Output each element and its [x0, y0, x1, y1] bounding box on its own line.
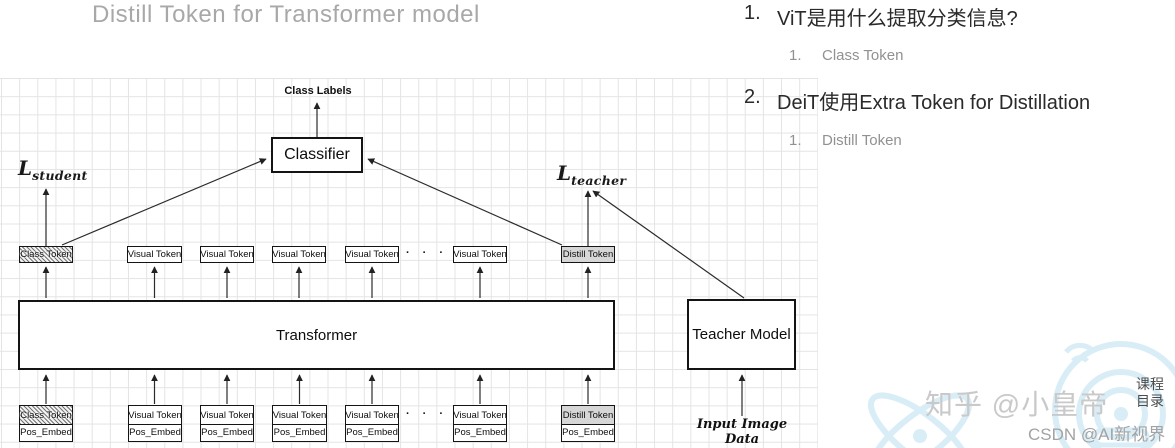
visual-token-label: Visual Token — [200, 249, 254, 260]
csdn-watermark: CSDN @AI新视界 — [1028, 425, 1166, 444]
note-number: 1. — [744, 2, 761, 24]
note-item-1: 1. ViT是用什么提取分类信息? — [744, 2, 1018, 31]
visual-token-cell: Visual Token — [200, 409, 254, 421]
visual-token-cell: Visual Token — [128, 409, 182, 421]
grid-paper-background — [0, 78, 818, 448]
note-text: DeiT使用Extra Token for Distillation — [777, 92, 1091, 114]
visual-token-cell: Visual Token — [453, 409, 507, 421]
note-sub-text: Class Token — [822, 47, 904, 64]
loss-student-label: Lstudent — [18, 156, 88, 183]
visual-token-cell: Visual Token — [345, 409, 399, 421]
pos-embed-cell: Pos_Embed — [346, 424, 398, 440]
visual-token-box: Visual Token — [200, 246, 254, 263]
distill-token-cell: Distill Token — [562, 406, 614, 424]
transformer-box: Transformer — [18, 300, 615, 370]
note-subitem-2: 1. Distill Token — [789, 132, 902, 149]
loss-student-symbol: L — [18, 156, 33, 180]
loss-student-subscript: student — [32, 168, 88, 183]
class-token-cell: Class Token — [20, 406, 72, 424]
note-sub-text: Distill Token — [822, 132, 902, 149]
course-menu-watermark: 课程 目录 — [1132, 376, 1168, 410]
classifier-box: Classifier — [271, 137, 363, 173]
visual-token-embed-box: Visual Token Pos_Embed — [453, 405, 507, 442]
teacher-model-box: Teacher Model — [687, 299, 796, 370]
pos-embed-cell: Pos_Embed — [273, 424, 326, 440]
class-token-box: Class Token — [19, 246, 73, 263]
visual-token-box: Visual Token — [127, 246, 182, 263]
visual-token-box: Visual Token — [345, 246, 399, 263]
loss-teacher-label: Lteacher — [557, 161, 626, 188]
pos-embed-cell: Pos_Embed — [129, 424, 181, 440]
note-sub-number: 1. — [789, 47, 802, 64]
note-number: 2. — [744, 86, 761, 108]
input-image-data-label: Input Image Data — [696, 417, 788, 447]
distill-token-label: Distill Token — [562, 249, 614, 260]
pos-embed-cell: Pos_Embed — [562, 424, 614, 440]
visual-token-embed-box: Visual Token Pos_Embed — [200, 405, 254, 442]
note-subitem-1: 1. Class Token — [789, 47, 903, 64]
note-sub-number: 1. — [789, 132, 802, 149]
class-token-embed-box: Class Token Pos_Embed — [19, 405, 73, 442]
class-labels-text: Class Labels — [284, 85, 352, 97]
pos-embed-cell: Pos_Embed — [454, 424, 506, 440]
classifier-label: Classifier — [284, 146, 350, 163]
visual-token-embed-box: Visual Token Pos_Embed — [128, 405, 182, 442]
transformer-label: Transformer — [275, 326, 358, 344]
visual-token-box: Visual Token — [453, 246, 507, 263]
teacher-model-label: Teacher Model — [692, 326, 791, 343]
visual-token-label: Visual Token — [453, 249, 507, 260]
distill-token-box: Distill Token — [561, 246, 615, 263]
token-ellipsis: · · · — [405, 247, 449, 259]
note-item-2: 2. DeiT使用Extra Token for Distillation — [744, 86, 1090, 115]
zhihu-watermark: 知乎 @小皇帝 — [925, 389, 1109, 420]
token-ellipsis: · · · — [405, 408, 449, 420]
pos-embed-cell: Pos_Embed — [201, 424, 253, 440]
loss-teacher-symbol: L — [557, 161, 572, 185]
visual-token-embed-box: Visual Token Pos_Embed — [345, 405, 399, 442]
class-token-label: Class Token — [20, 249, 72, 260]
pos-embed-cell: Pos_Embed — [20, 424, 72, 440]
course-menu-line1: 课程 — [1136, 376, 1164, 392]
visual-token-label: Visual Token — [127, 249, 182, 260]
note-text: ViT是用什么提取分类信息? — [777, 8, 1018, 30]
distill-token-embed-box: Distill Token Pos_Embed — [561, 405, 615, 442]
visual-token-label: Visual Token — [345, 249, 399, 260]
visual-token-embed-box: Visual Token Pos_Embed — [272, 405, 327, 442]
loss-teacher-subscript: teacher — [571, 173, 627, 188]
visual-token-cell: Visual Token — [272, 409, 327, 421]
visual-token-label: Visual Token — [272, 249, 326, 260]
visual-token-box: Visual Token — [272, 246, 326, 263]
slide-title: Distill Token for Transformer model — [92, 1, 480, 28]
course-menu-line2: 目录 — [1136, 393, 1164, 409]
